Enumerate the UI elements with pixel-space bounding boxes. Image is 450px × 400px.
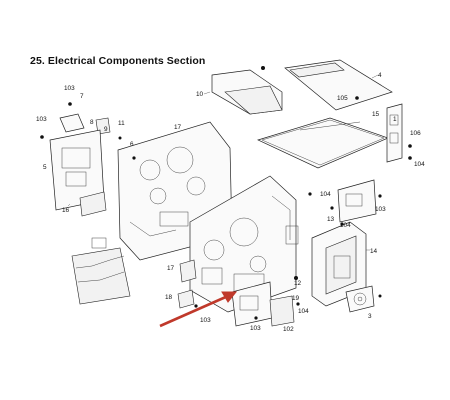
callout-label: 17 bbox=[167, 265, 175, 272]
callout-label: 104 bbox=[320, 191, 331, 198]
callout-label: 4 bbox=[378, 72, 382, 79]
callout-label: 19 bbox=[292, 295, 300, 302]
callout-label: 103 bbox=[250, 325, 261, 332]
callout-label: 17 bbox=[174, 124, 182, 131]
part-shield-plate bbox=[284, 59, 393, 111]
callout-label: 6 bbox=[130, 141, 134, 148]
part-central-chassis bbox=[189, 175, 299, 313]
part-control-pcb bbox=[49, 129, 107, 217]
callout-label: 104 bbox=[298, 308, 309, 315]
indicator-arrow bbox=[159, 291, 238, 328]
callout-label: 8 bbox=[90, 119, 94, 126]
callout-label: 5 bbox=[43, 164, 47, 171]
callout-label: 16 bbox=[62, 207, 70, 214]
part-cover-duct bbox=[203, 66, 283, 115]
callout-label: 103 bbox=[64, 85, 75, 92]
callout-label: 104 bbox=[340, 222, 351, 229]
callout-label: 7 bbox=[80, 93, 84, 100]
callout-label: 9 bbox=[104, 126, 108, 133]
callout-label: 13 bbox=[327, 216, 335, 223]
section-title: 25. Electrical Components Section bbox=[30, 55, 206, 67]
callout-labels: 103 7 103 8 9 11 5 6 17 16 10 1 4 105 15… bbox=[36, 72, 425, 333]
callout-label: 105 bbox=[337, 95, 348, 102]
callout-label: 106 bbox=[410, 130, 421, 137]
part-lower-board bbox=[194, 276, 300, 327]
callout-label: 1 bbox=[393, 116, 397, 123]
part-sub-board bbox=[308, 179, 382, 226]
part-small-fittings bbox=[177, 259, 197, 309]
callout-label: 18 bbox=[165, 294, 173, 301]
callout-label: 103 bbox=[200, 317, 211, 324]
callout-label: 102 bbox=[283, 326, 294, 333]
part-cable-harness bbox=[71, 237, 131, 305]
callout-label: 103 bbox=[36, 116, 47, 123]
callout-label: 3 bbox=[368, 313, 372, 320]
part-side-bracket bbox=[386, 103, 412, 163]
part-cooling-fan bbox=[345, 285, 382, 313]
callout-label: 103 bbox=[375, 206, 386, 213]
callout-label: 11 bbox=[118, 120, 125, 127]
callout-label: 14 bbox=[370, 248, 378, 255]
part-frame-tray bbox=[257, 117, 394, 169]
callout-label: 10 bbox=[196, 91, 204, 98]
callout-label: 15 bbox=[372, 111, 380, 118]
callout-label: 12 bbox=[294, 280, 302, 287]
callout-label: 104 bbox=[414, 161, 425, 168]
